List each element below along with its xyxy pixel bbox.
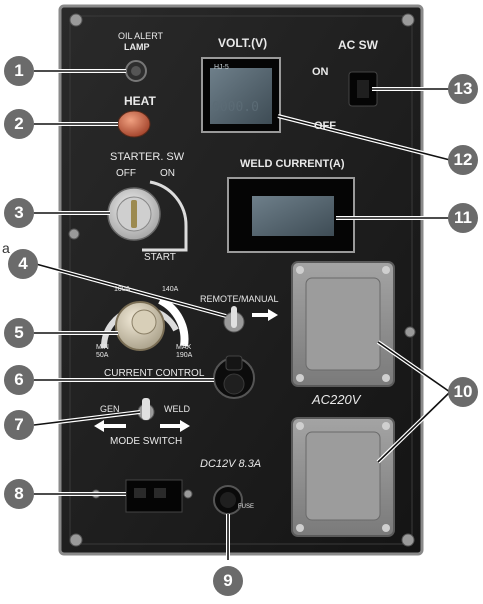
mode-switch-label: MODE SWITCH: [110, 436, 183, 447]
callout-13: 13: [448, 74, 478, 104]
heat-button[interactable]: [117, 110, 151, 138]
starter-on-label: ON: [160, 168, 175, 179]
starter-off-label: OFF: [116, 168, 136, 179]
callout-8: 8: [4, 479, 34, 509]
meter-digits: 0000.0: [212, 100, 259, 115]
callout-3: 3: [4, 198, 34, 228]
voltmeter: [201, 57, 281, 133]
mode-switch[interactable]: [94, 398, 190, 432]
min-amp-label: 50A: [96, 352, 109, 359]
ac-socket-upper[interactable]: [291, 261, 395, 387]
oil-alert-label: OIL ALERT: [118, 31, 164, 41]
ac220v-label: AC220V: [312, 392, 361, 407]
remote-manual-toggle[interactable]: [223, 306, 278, 333]
terminal-block[interactable]: [125, 479, 183, 513]
ac-off-label: OFF: [314, 120, 336, 132]
callout-11: 11: [448, 203, 478, 233]
meter-brand: HJ-5: [214, 64, 229, 71]
tick-100-label: 100A: [114, 286, 131, 293]
volt-label: VOLT.(V): [218, 36, 268, 50]
lamp-label: LAMP: [124, 42, 150, 52]
ac-sw-label: AC SW: [338, 38, 378, 52]
heat-label: HEAT: [124, 94, 156, 108]
callout-4: 4: [8, 249, 38, 279]
starter-switch[interactable]: [107, 180, 188, 252]
max-amp-label: 190A: [176, 352, 193, 359]
dc-socket[interactable]: [213, 355, 255, 399]
remote-manual-label: REMOTE/MANUAL: [200, 294, 279, 304]
current-control-label: CURRENT CONTROL: [104, 368, 205, 379]
max-label: MAX: [176, 344, 192, 351]
fuse-label: FUSE: [238, 504, 255, 510]
callout-6: 6: [4, 365, 34, 395]
weld-current-label: WELD CURRENT(A): [240, 158, 345, 170]
stray-letter: a: [2, 240, 10, 256]
callout-1: 1: [4, 56, 34, 86]
dc12v-label: DC12V 8.3A: [200, 458, 262, 470]
callout-5: 5: [4, 318, 34, 348]
callout-12: 12: [448, 145, 478, 175]
ac-socket-lower[interactable]: [291, 417, 395, 537]
start-label: START: [144, 252, 176, 263]
callout-9: 9: [213, 566, 243, 596]
starter-sw-label: STARTER. SW: [110, 151, 185, 163]
tick-140-label: 140A: [162, 286, 179, 293]
weld-label: WELD: [164, 404, 191, 414]
callout-7: 7: [4, 410, 34, 440]
weld-current-meter: [227, 177, 355, 253]
callout-2: 2: [4, 109, 34, 139]
min-label: MIN: [96, 344, 109, 351]
gen-label: GEN: [100, 404, 120, 414]
callout-10: 10: [448, 377, 478, 407]
ac-on-label: ON: [312, 66, 329, 78]
